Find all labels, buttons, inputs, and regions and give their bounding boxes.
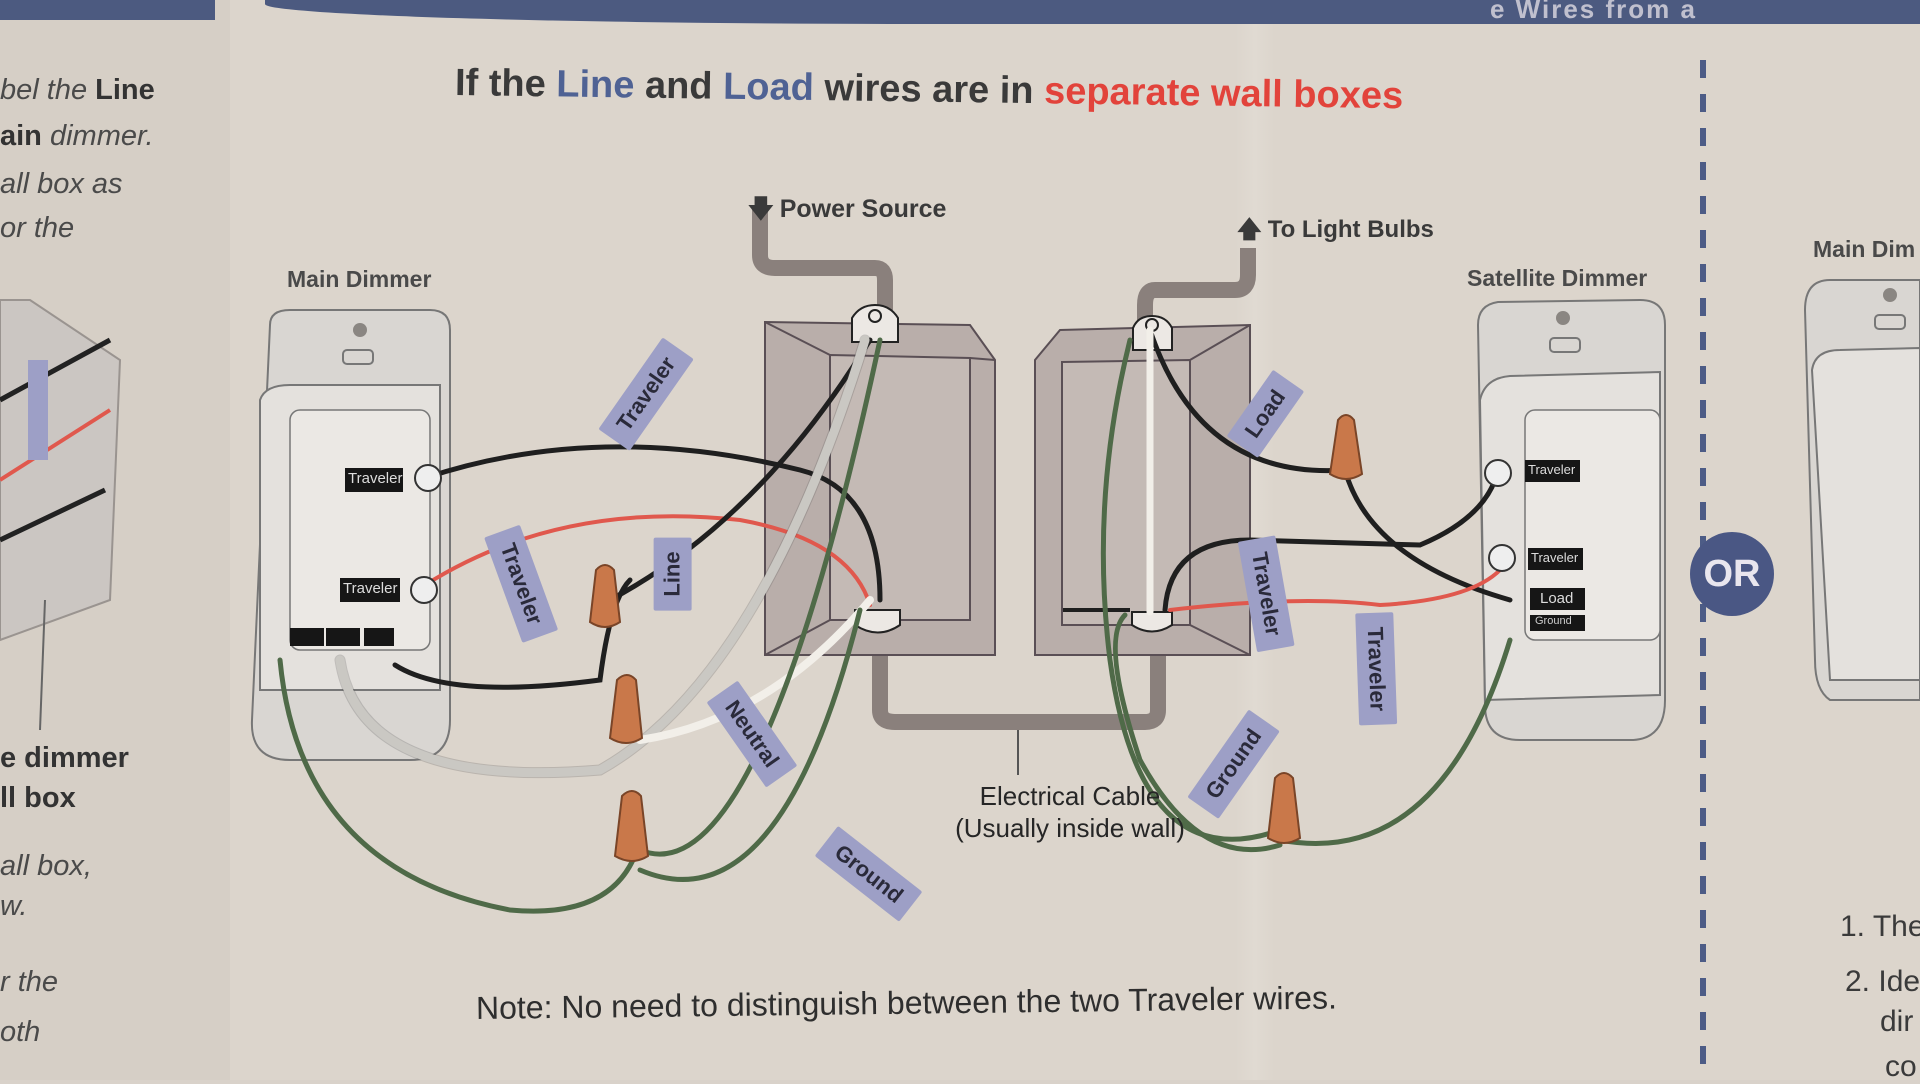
line-wire [607, 337, 873, 603]
satellite-terminal-load: Load [1540, 590, 1574, 607]
left-text-line-1: bel the Line [0, 74, 155, 106]
main-dimmer-label: Main Dimmer [287, 266, 432, 292]
header-band: e Wires from a [265, 0, 1920, 24]
wire-nut [608, 674, 644, 744]
or-badge: OR [1690, 532, 1774, 616]
cable-label-line-1: Electrical Cable [979, 781, 1161, 811]
wire-nut [613, 790, 650, 862]
line-tag: Line [653, 537, 692, 611]
wires [277, 326, 1513, 914]
main-dimmer-right-label: Main Dim [1813, 236, 1916, 262]
satellite-terminal-traveler-1: Traveler [1528, 462, 1576, 477]
header-band-text: e Wires from a [1490, 0, 1697, 24]
connecting-cable [872, 640, 1166, 730]
wire-nut [1328, 414, 1364, 480]
right-step-2-cont-2: co [1885, 1050, 1917, 1083]
right-step-1: 1. The [1840, 910, 1920, 943]
power-source-cable [752, 205, 893, 310]
light-bulbs-cable [1137, 248, 1256, 325]
wire-nut [1266, 772, 1302, 844]
main-dimmer-partial-right [1803, 279, 1920, 701]
right-step-2: 2. Ide [1845, 965, 1920, 998]
left-header-band [0, 0, 215, 20]
left-side-traveler-tag [28, 360, 48, 460]
right-step-2-cont: dir [1880, 1005, 1914, 1038]
satellite-terminal-ground: Ground [1535, 615, 1572, 627]
main-terminal-traveler-2: Traveler [343, 580, 398, 597]
traveler-wire-black [422, 444, 883, 603]
left-text-line-2: ain dimmer. [0, 120, 154, 152]
electrical-cable-label: Electrical Cable (Usually inside wall) [880, 780, 1260, 844]
left-partial-wallbox [0, 299, 122, 731]
to-light-bulbs-label: 🡅To Light Bulbs [1237, 212, 1434, 253]
left-text-line-8: w. [0, 890, 28, 922]
satellite-terminal-traveler-2: Traveler [1531, 550, 1579, 565]
cable-label-line-2: (Usually inside wall) [955, 813, 1185, 843]
left-text-line-3: all box as [0, 168, 123, 200]
main-terminal-traveler-1: Traveler [348, 470, 403, 487]
satellite-dimmer-device [1476, 298, 1666, 741]
left-text-line-5: e dimmer [0, 742, 129, 774]
left-text-line-6: ll box [0, 782, 76, 814]
left-text-line-7: all box, [0, 850, 92, 882]
wire-nut [588, 564, 622, 628]
wire-nuts [588, 414, 1364, 862]
arrow-down-icon: 🡇 [748, 195, 774, 223]
load-wire [1147, 327, 1348, 474]
left-text-line-4: or the [0, 212, 75, 244]
terminal-screws [410, 459, 1516, 604]
left-text-line-9: r the [0, 966, 59, 998]
left-text-line-10: oth [0, 1016, 41, 1048]
satellite-dimmer-label: Satellite Dimmer [1467, 265, 1648, 291]
terminal-labels [290, 460, 1585, 646]
traveler-tag-right-2: Traveler [1355, 612, 1398, 726]
cable-clamp-top [851, 303, 899, 343]
arrow-up-icon: 🡅 [1237, 216, 1262, 243]
power-source-label: 🡇Power Source [748, 190, 946, 233]
wall-box-load [1034, 314, 1251, 656]
